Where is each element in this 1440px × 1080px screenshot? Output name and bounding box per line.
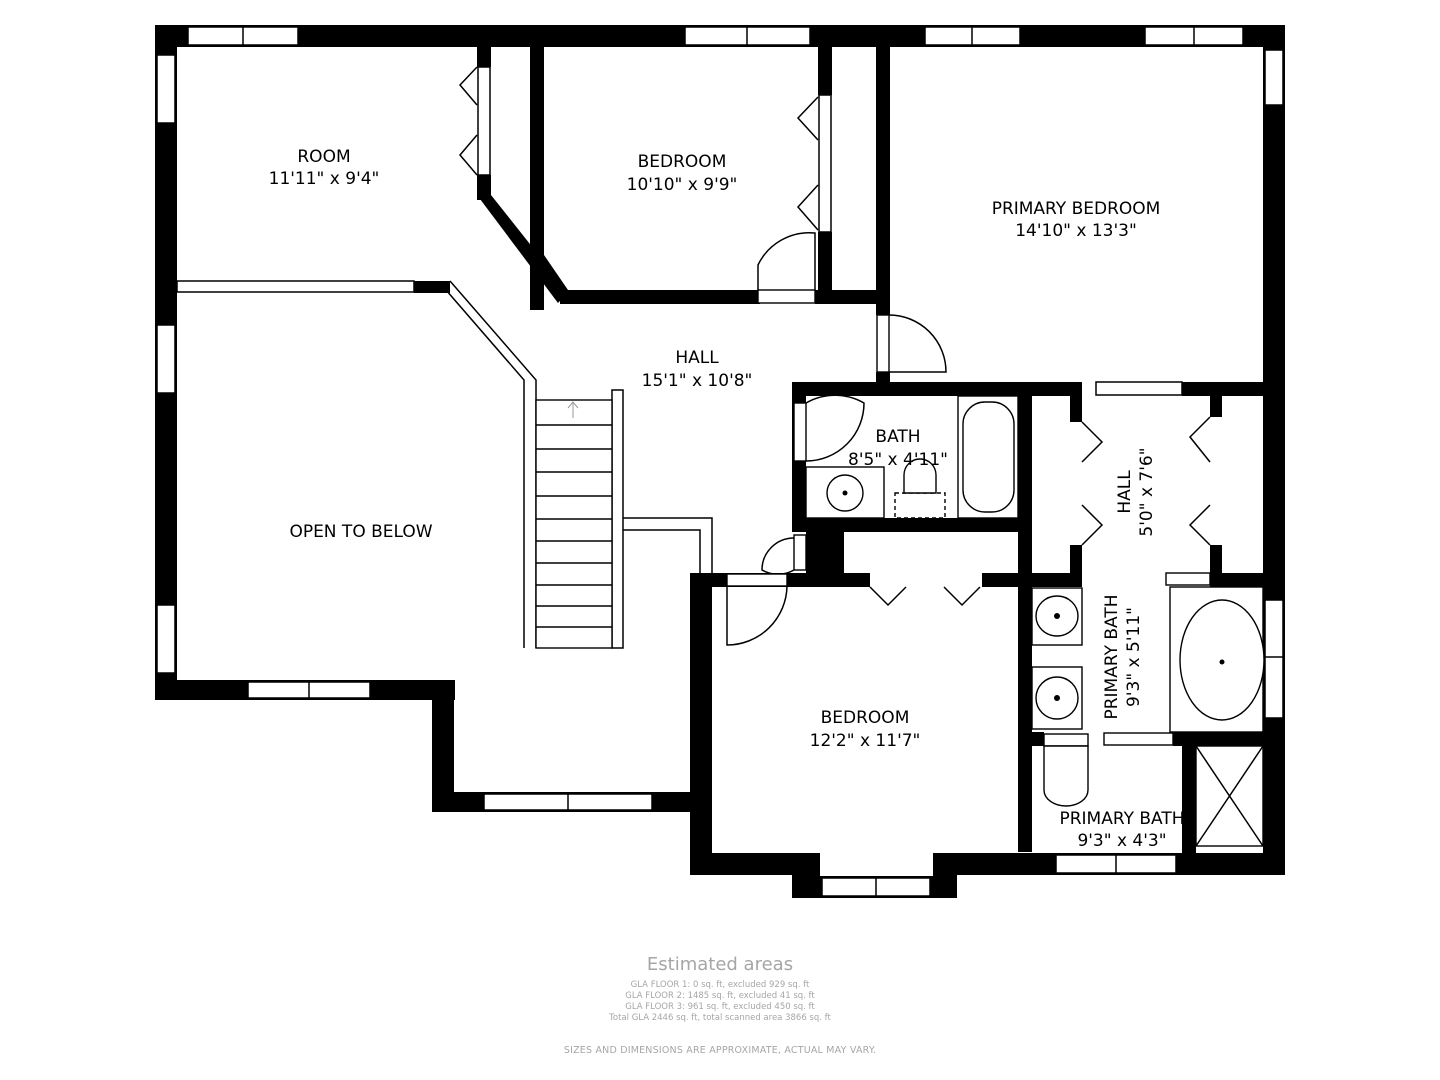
room-name-bath: BATH — [875, 427, 920, 447]
fixtures — [805, 395, 1265, 847]
doors — [458, 66, 1211, 746]
gla-floor-1: GLA FLOOR 1: 0 sq. ft, excluded 929 sq. … — [630, 980, 810, 990]
room-name-primary-bath-vertical: PRIMARY BATH — [1102, 594, 1122, 719]
room-dims-bedroom-bottom: 12'2" x 11'7" — [810, 731, 921, 751]
room-dims-hall-small: 5'0" x 7'6" — [1137, 447, 1157, 536]
room-name-bedroom-top: BEDROOM — [638, 152, 727, 172]
room-dims-primary-bath-bottom: 9'3" x 4'3" — [1077, 831, 1166, 851]
gla-floor-3: GLA FLOOR 3: 961 sq. ft, excluded 450 sq… — [625, 1002, 815, 1012]
windows — [156, 26, 1284, 897]
room-name-open-to-below: OPEN TO BELOW — [289, 522, 432, 542]
disclaimer: SIZES AND DIMENSIONS ARE APPROXIMATE, AC… — [563, 1045, 877, 1056]
room-dims-bedroom-top: 10'10" x 9'9" — [627, 175, 738, 195]
stair-arrow-head-icon — [567, 401, 579, 409]
toilet-icon — [894, 492, 946, 519]
room-dims-hall-main: 15'1" x 10'8" — [642, 371, 753, 391]
staircase — [535, 399, 613, 649]
room-dims-primary-bath-vertical: 9'3" x 5'11" — [1124, 607, 1144, 707]
room-name-hall-main: HALL — [675, 348, 719, 368]
room-name-primary-bath-bottom: PRIMARY BATH — [1059, 809, 1184, 829]
toilet-icon — [1043, 733, 1089, 747]
room-name-room: ROOM — [297, 147, 350, 167]
room-dims-primary-bedroom: 14'10" x 13'3" — [1015, 221, 1137, 241]
gla-floor-2: GLA FLOOR 2: 1485 sq. ft, excluded 41 sq… — [625, 991, 815, 1001]
room-labels: ROOM 11'11" x 9'4" BEDROOM 10'10" x 9'9"… — [269, 147, 1185, 851]
estimated-areas-title: Estimated areas — [646, 954, 794, 975]
room-name-primary-bedroom: PRIMARY BEDROOM — [992, 199, 1161, 219]
room-dims-bath: 8'5" x 4'11" — [848, 450, 948, 470]
room-name-bedroom-bottom: BEDROOM — [821, 708, 910, 728]
room-name-hall-small: HALL — [1115, 470, 1135, 514]
room-dims-room: 11'11" x 9'4" — [269, 169, 380, 189]
gla-total: Total GLA 2446 sq. ft, total scanned are… — [609, 1013, 831, 1023]
